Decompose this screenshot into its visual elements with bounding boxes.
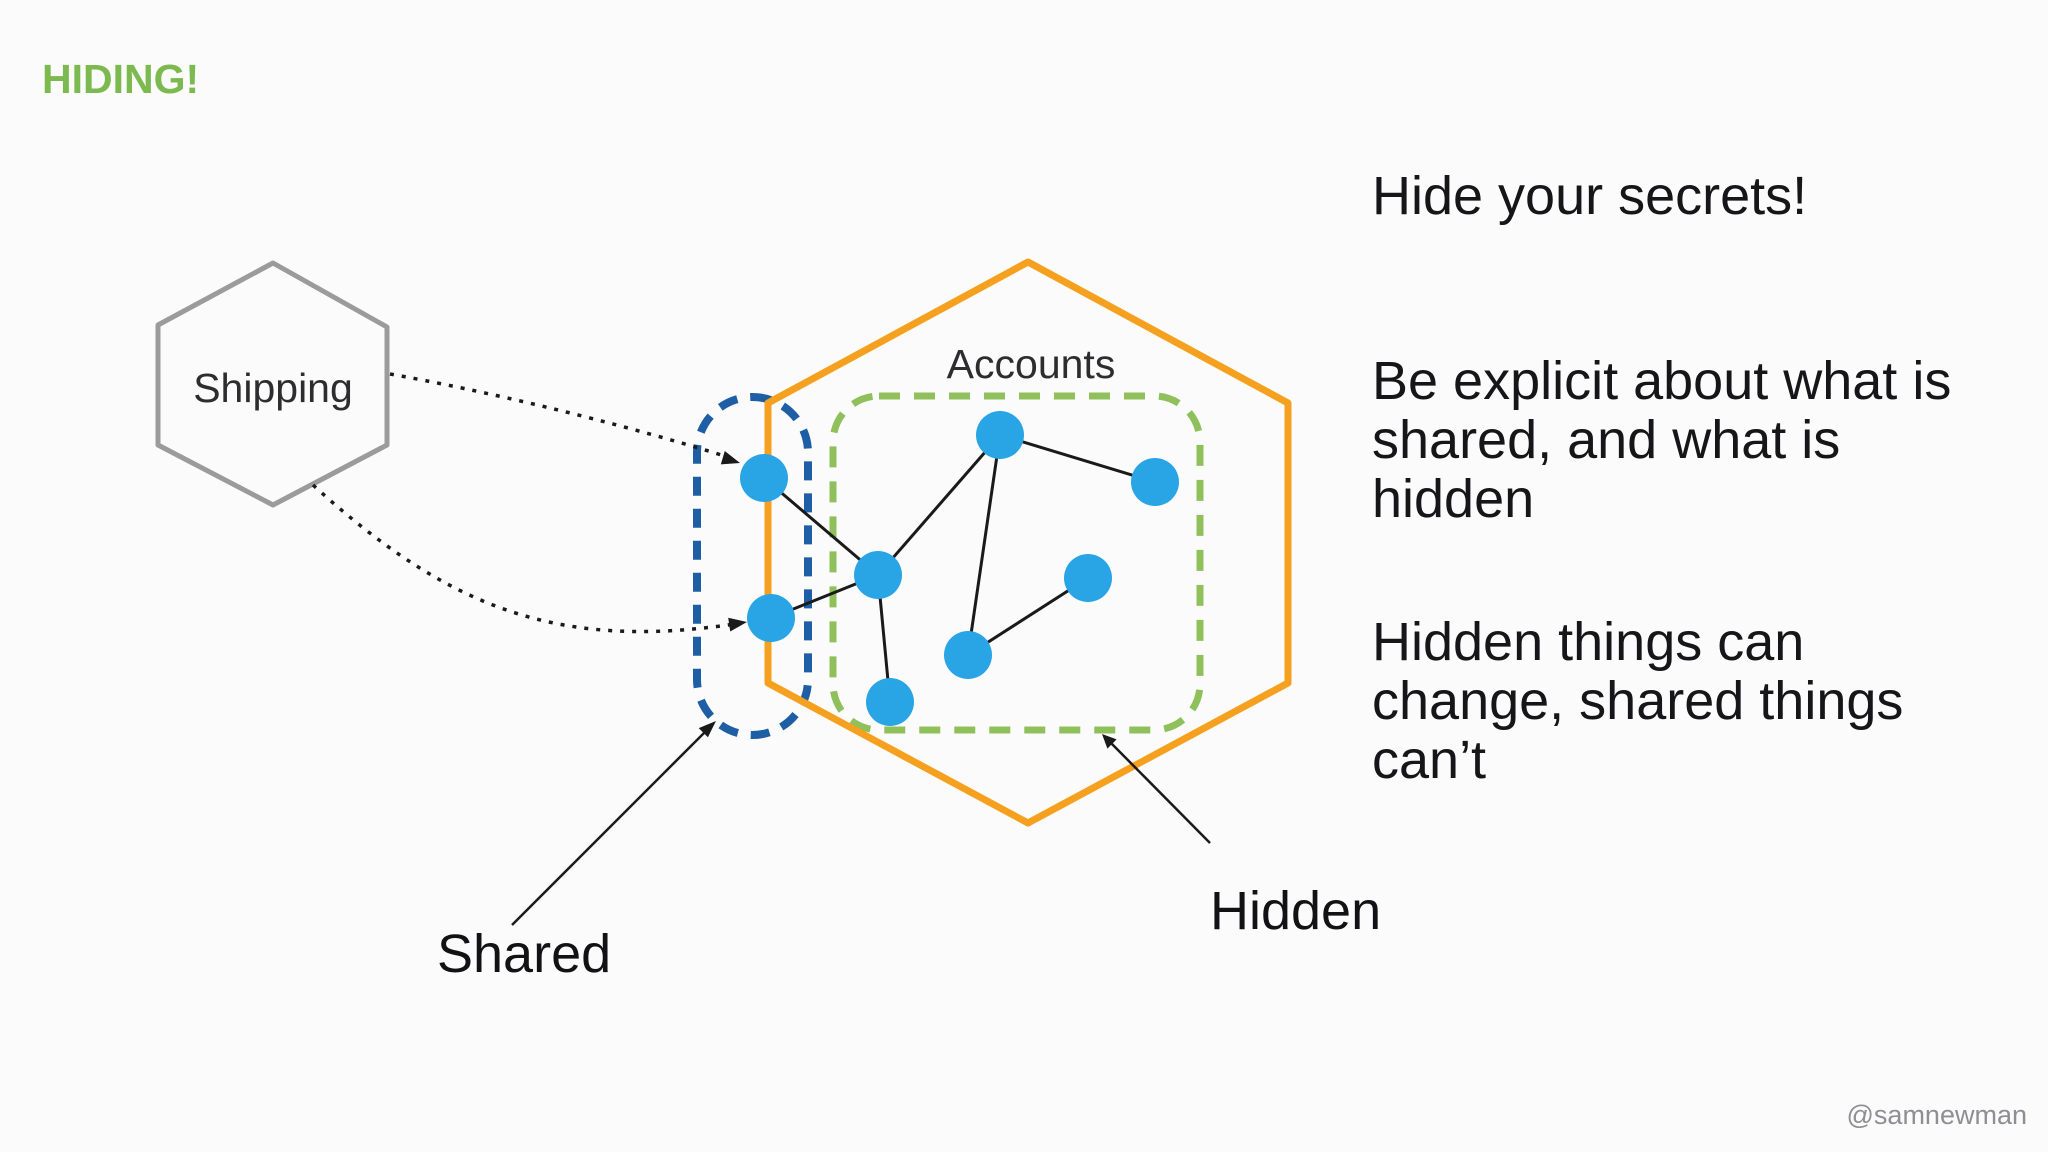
dependency-arrows xyxy=(311,372,747,634)
hidden-region-outline xyxy=(829,392,1204,734)
note-line: hidden xyxy=(1372,469,1535,529)
shipping-hexagon xyxy=(155,260,390,508)
note-line: change, shared things xyxy=(1372,671,1904,731)
hidden-node xyxy=(944,631,992,679)
graph-nodes xyxy=(740,411,1179,726)
note-line: Hide your secrets! xyxy=(1372,166,1808,226)
note-hidden-things: Hidden things can change, shared things … xyxy=(1372,613,1903,790)
shared-annotation-arrow xyxy=(511,721,716,926)
accounts-hexagon xyxy=(764,258,1292,827)
shipping-service-label: Shipping xyxy=(193,365,353,411)
graph-edge xyxy=(999,433,1156,484)
graph-edge xyxy=(966,434,1002,656)
annotation-line xyxy=(511,730,707,926)
arrowhead-icon xyxy=(1102,734,1117,749)
hidden-node xyxy=(1064,554,1112,602)
annotation-line xyxy=(1109,741,1211,844)
note-line: Hidden things can xyxy=(1372,612,1805,672)
graph-edge xyxy=(763,476,879,577)
arrowhead-icon xyxy=(728,617,747,632)
graph-edge xyxy=(876,434,1002,576)
hidden-region-label: Hidden xyxy=(1210,881,1382,941)
shared-node xyxy=(747,594,795,642)
note-hide-secrets: Hide your secrets! xyxy=(1372,167,1807,226)
note-be-explicit: Be explicit about what is shared, and wh… xyxy=(1372,352,1951,529)
arrowhead-icon xyxy=(698,721,716,738)
note-line: can’t xyxy=(1372,730,1487,790)
shared-region-label: Shared xyxy=(437,924,612,984)
accounts-service-label: Accounts xyxy=(946,341,1116,387)
shared-node xyxy=(740,454,788,502)
watermark: @samnewman xyxy=(1846,1100,2027,1130)
dotted-arrow-line xyxy=(311,483,736,634)
note-line: Be explicit about what is xyxy=(1372,351,1952,411)
hidden-node xyxy=(976,411,1024,459)
hidden-node xyxy=(1131,458,1179,506)
hidden-node xyxy=(854,551,902,599)
arrowhead-icon xyxy=(720,451,740,465)
hidden-annotation-arrow xyxy=(1102,734,1211,844)
dotted-arrow-line xyxy=(389,372,732,460)
note-line: shared, and what is xyxy=(1372,410,1841,470)
hidden-node xyxy=(866,678,914,726)
slide-title: HIDING! xyxy=(42,56,200,102)
shared-region-outline xyxy=(693,393,812,739)
